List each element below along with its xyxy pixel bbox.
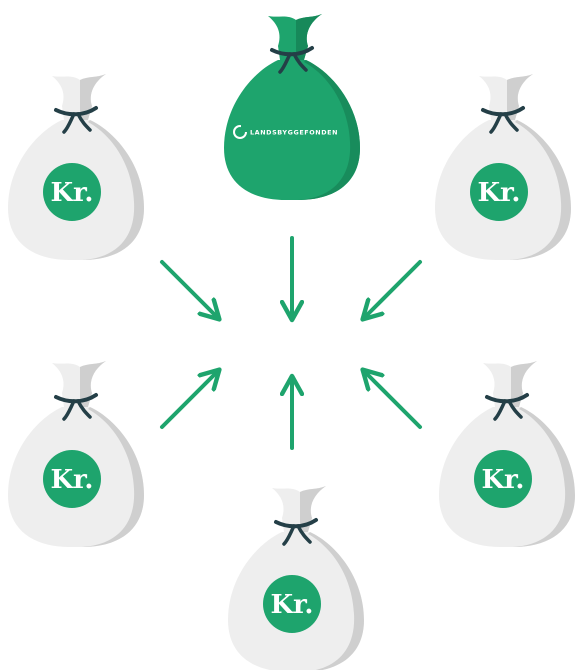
- currency-label: Kr.: [51, 178, 94, 208]
- currency-badge: [43, 163, 101, 221]
- bag-tie-ends: [493, 399, 523, 421]
- arrow-top-left: [160, 260, 218, 318]
- bag-neck-shading: [80, 361, 106, 407]
- currency-label: Kr.: [271, 590, 314, 620]
- bag-tie: [485, 393, 529, 404]
- landsbyggefonden-bag: LANDSBYGGEFONDEN: [224, 14, 360, 200]
- currency-badge: [43, 450, 101, 508]
- bag-tie-ends: [489, 112, 519, 134]
- bag-tie-ends: [282, 524, 312, 546]
- bag-tie-ends: [62, 112, 92, 134]
- bag-neck-shading: [507, 74, 533, 120]
- currency-label: Kr.: [51, 465, 94, 495]
- currency-label: Kr.: [482, 465, 525, 495]
- currency-badge: [470, 163, 528, 221]
- bag-body: [224, 60, 360, 200]
- money-bag-top-right: Kr.: [435, 74, 571, 260]
- money-bags-group: LANDSBYGGEFONDEN Kr. Kr. Kr. Kr. Kr.: [8, 14, 575, 670]
- bag-tie: [54, 106, 98, 117]
- arrow-middle-right: [364, 371, 422, 429]
- money-bag-middle-left: Kr.: [8, 361, 144, 547]
- currency-label: Kr.: [478, 178, 521, 208]
- currency-badge: [474, 450, 532, 508]
- bag-tie: [54, 393, 98, 404]
- bag-tie: [481, 106, 525, 117]
- bag-tie-ends: [278, 52, 308, 74]
- money-bag-top-left: Kr.: [8, 74, 144, 260]
- bag-shading: [308, 532, 364, 670]
- money-bag-middle-right: Kr.: [439, 361, 575, 547]
- bag-neck-shading: [80, 74, 106, 120]
- money-bag-bottom-center: Kr.: [228, 486, 364, 670]
- bag-tie-ends: [62, 399, 92, 421]
- arrow-middle-left: [160, 371, 218, 429]
- arrows-group: [160, 236, 422, 450]
- currency-badge: [263, 575, 321, 633]
- bag-neck-shading: [296, 14, 322, 60]
- arrow-top-right: [364, 260, 422, 318]
- brand-label: LANDSBYGGEFONDEN: [250, 129, 338, 137]
- bag-neck-shading: [300, 486, 326, 532]
- landsbyggefonden-logo-icon: [233, 124, 247, 139]
- bag-tie: [270, 46, 314, 57]
- bag-neck-shading: [511, 361, 537, 407]
- bag-tie: [274, 518, 318, 529]
